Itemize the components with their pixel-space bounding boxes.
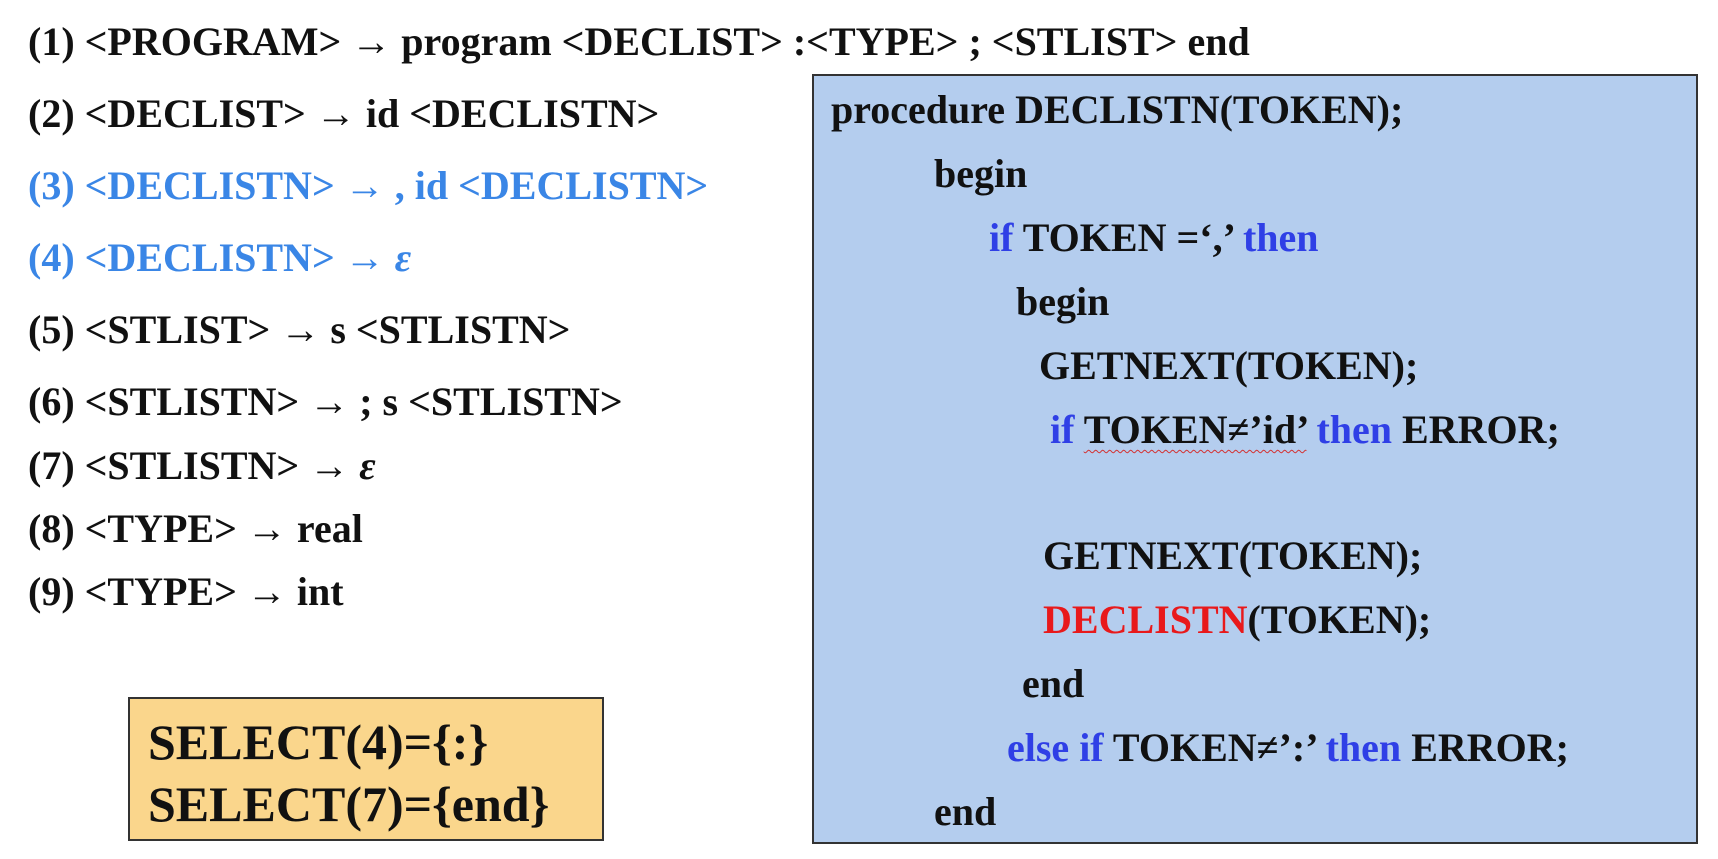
code-line-procedure: procedure DECLISTN(TOKEN); [831, 86, 1403, 134]
code-line-if-comma: if TOKEN =‘,’ then [989, 214, 1319, 262]
rule-text: (2) <DECLIST> → id <DECLISTN> [28, 91, 660, 136]
procedure-code-box: procedure DECLISTN(TOKEN); begin if TOKE… [812, 74, 1698, 844]
code-text: TOKEN≠’id’ [1083, 407, 1307, 452]
keyword-then: then [1242, 215, 1319, 260]
grammar-rule-4: (4) <DECLISTN> → ε [28, 234, 411, 282]
code-text: GETNEXT(TOKEN); [1039, 343, 1419, 388]
code-text: ERROR; [1392, 407, 1560, 452]
grammar-rule-6: (6) <STLISTN> → ; s <STLISTN> [28, 378, 623, 426]
grammar-rule-3: (3) <DECLISTN> → , id <DECLISTN> [28, 162, 708, 210]
code-text: TOKEN =‘,’ [1013, 215, 1243, 260]
keyword-if: if [1079, 725, 1104, 770]
grammar-rule-5: (5) <STLIST> → s <STLISTN> [28, 306, 570, 354]
code-text: TOKEN≠’:’ [1103, 725, 1326, 770]
rule-text: (9) <TYPE> → int [28, 569, 344, 614]
code-line-begin: begin [934, 150, 1027, 198]
select-set-7: SELECT(7)={end} [148, 776, 550, 832]
rule-text: (3) <DECLISTN> → , id <DECLISTN> [28, 163, 709, 208]
code-line-getnext-1: GETNEXT(TOKEN); [1039, 342, 1418, 390]
grammar-rule-8: (8) <TYPE> → real [28, 505, 363, 553]
code-text: ERROR; [1401, 725, 1569, 770]
epsilon-symbol: ε [359, 443, 376, 488]
epsilon-symbol: ε [394, 235, 412, 280]
keyword-else: else [1007, 725, 1070, 770]
code-text: end [934, 789, 997, 834]
grammar-rule-2: (2) <DECLIST> → id <DECLISTN> [28, 90, 659, 138]
code-line-inner-end: end [1022, 660, 1084, 708]
code-line-getnext-2: GETNEXT(TOKEN); [1043, 532, 1422, 580]
code-line-recursive-call: DECLISTN(TOKEN); [1043, 596, 1431, 644]
select-set-box: SELECT(4)={:} SELECT(7)={end} [128, 697, 604, 841]
rule-text: (6) <STLISTN> → ; s <STLISTN> [28, 379, 623, 424]
keyword-if: if [989, 215, 1014, 260]
code-text: begin [934, 151, 1028, 196]
code-text: procedure DECLISTN(TOKEN); [831, 87, 1404, 132]
grammar-rule-1: (1) <PROGRAM> → program <DECLIST> :<TYPE… [28, 18, 1250, 66]
rule-text: (1) <PROGRAM> → program <DECLIST> :<TYPE… [28, 19, 1250, 64]
select-set-4: SELECT(4)={:} [148, 714, 489, 770]
rule-text: (8) <TYPE> → real [28, 506, 363, 551]
code-text: begin [1016, 279, 1110, 324]
code-text: end [1022, 661, 1085, 706]
keyword-then: then [1316, 407, 1393, 452]
rule-text: (7) <STLISTN> → [28, 443, 360, 488]
code-line-else-if: else if TOKEN≠’:’ then ERROR; [1007, 724, 1569, 772]
code-line-inner-begin: begin [1016, 278, 1109, 326]
rule-text: (5) <STLIST> → s <STLISTN> [28, 307, 571, 352]
grammar-rule-9: (9) <TYPE> → int [28, 568, 344, 616]
code-line-if-id: if TOKEN≠’id’ then ERROR; [1050, 406, 1560, 454]
keyword-if: if [1050, 407, 1075, 452]
recursive-call: DECLISTN [1043, 597, 1248, 642]
code-text: (TOKEN); [1247, 597, 1432, 642]
code-text: GETNEXT(TOKEN); [1043, 533, 1423, 578]
grammar-rule-7: (7) <STLISTN> → ε [28, 442, 376, 490]
rule-text: (4) <DECLISTN> → [28, 235, 395, 280]
keyword-then: then [1325, 725, 1402, 770]
code-line-end: end [934, 788, 996, 836]
